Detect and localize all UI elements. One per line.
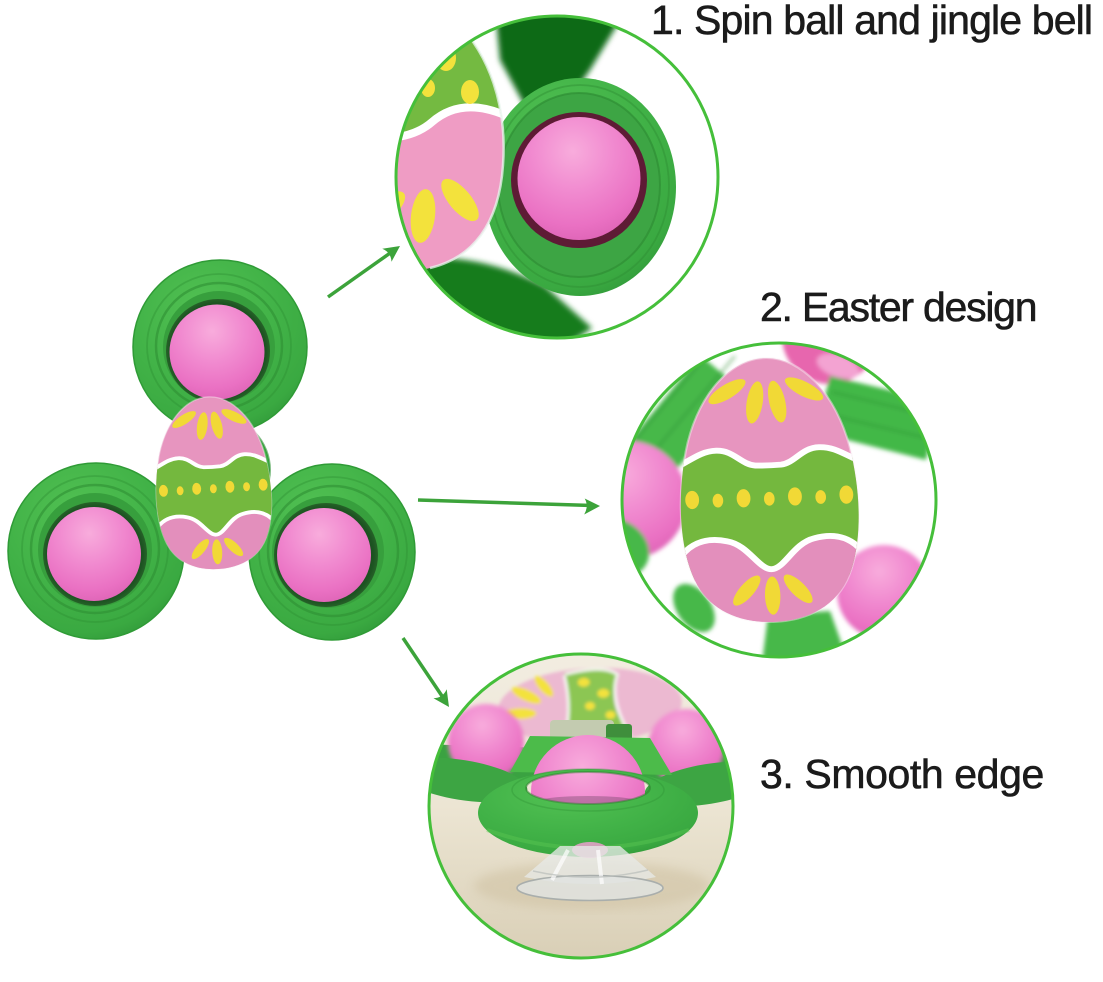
svg-text:1. Spin ball and jingle bell: 1. Spin ball and jingle bell <box>651 0 1092 43</box>
svg-text:3. Smooth edge: 3. Smooth edge <box>760 751 1044 797</box>
svg-text:2. Easter design: 2. Easter design <box>760 284 1036 330</box>
